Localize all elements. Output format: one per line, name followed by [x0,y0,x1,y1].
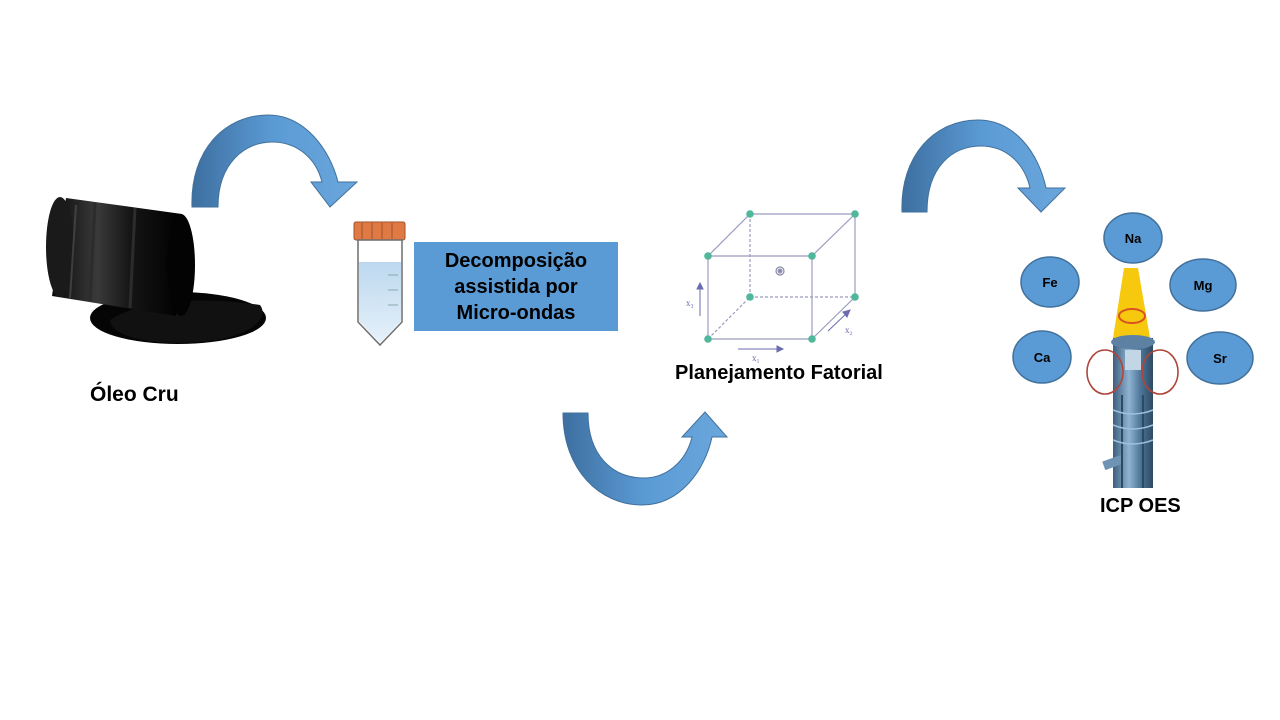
microwave-digestion-box: Decomposição assistida por Micro-ondas [414,242,618,331]
cube-axis-label-x2: x₂ [845,325,853,335]
oil-barrel-icon [46,197,266,344]
digestion-line-2: assistida por [454,275,578,298]
element-circle-na [1103,212,1163,264]
cube-nodes [704,210,859,343]
cube-node [704,335,712,343]
cube-node [851,210,859,218]
cube-node [746,293,754,301]
element-label-mg: Mg [1194,278,1213,293]
test-tube-icon [353,221,406,347]
element-circle-mg [1169,258,1237,312]
element-circle-ca [1012,330,1072,384]
element-circle-fe [1020,256,1080,308]
factorial-cube-icon [707,213,856,340]
digestion-line-1: Decomposição [444,249,588,272]
element-circle-sr [1186,331,1254,385]
cube-axis-label-x3: x₃ [686,298,694,308]
cube-node [851,293,859,301]
flow-arrow-2 [562,411,729,506]
cube-node [808,252,816,260]
icp-torch-icon [1086,268,1179,488]
crude-oil-label: Óleo Cru [90,383,179,406]
digestion-line-3: Micro-ondas [456,301,576,324]
cube-axis-label-x1: x₁ [752,353,760,363]
cube-axis-arrows [696,281,851,353]
element-label-ca: Ca [1034,350,1051,365]
cube-node [746,210,754,218]
element-label-na: Na [1125,231,1142,246]
factorial-design-label: Planejamento Fatorial [675,362,883,384]
element-circles [1012,212,1254,385]
element-label-fe: Fe [1042,275,1057,290]
cube-node [704,252,712,260]
cube-node [808,335,816,343]
flow-arrow-1 [191,114,359,208]
element-label-sr: Sr [1213,351,1227,366]
flow-arrow-3 [901,119,1067,213]
icp-oes-label: ICP OES [1100,495,1181,517]
microwave-digestion-text: Decomposição assistida por Micro-ondas [445,248,587,326]
